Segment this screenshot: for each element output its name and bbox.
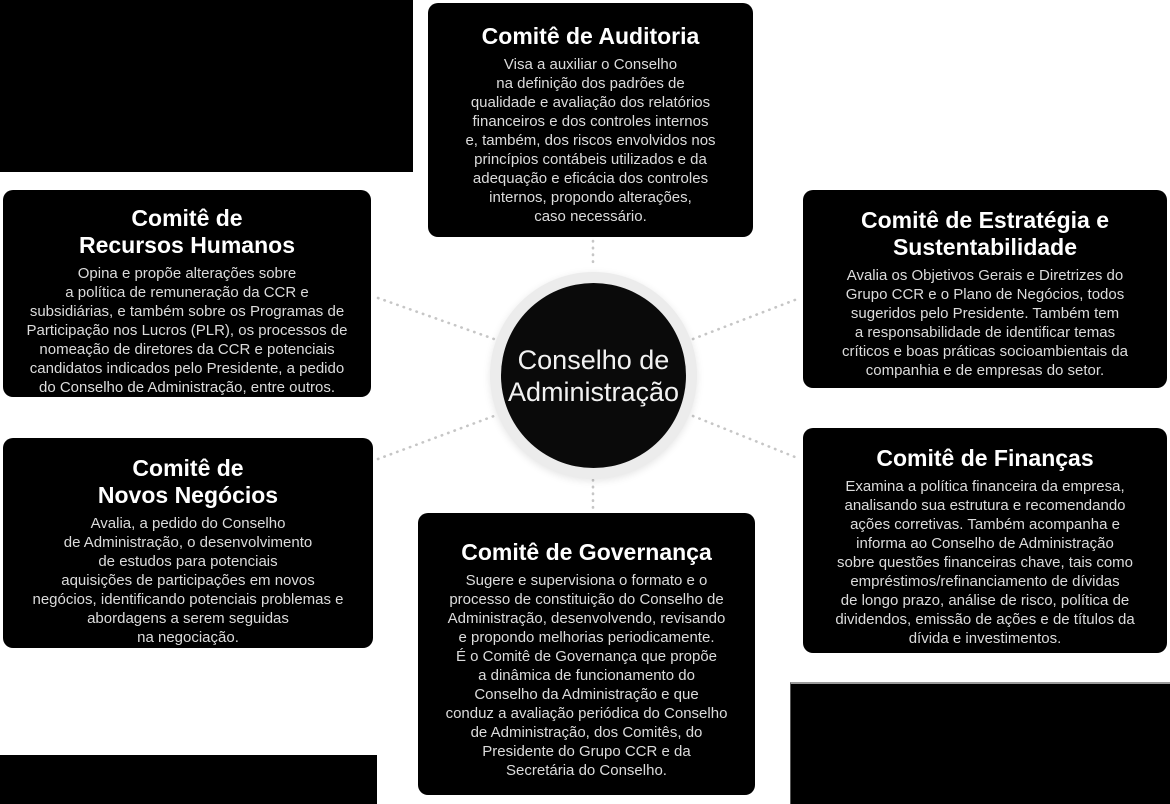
committee-description: Examina a política financeira da empresa… xyxy=(835,478,1135,647)
committee-card-estrategia-sustentabilidade: Comitê de Estratégia e Sustentabilidade … xyxy=(803,190,1167,388)
committee-description: Avalia os Objetivos Gerais e Diretrizes … xyxy=(842,267,1128,379)
committee-card-auditoria: Comitê de Auditoria Visa a auxiliar o Co… xyxy=(428,3,753,237)
connector-lower-right xyxy=(691,414,802,461)
committee-description: Visa a auxiliar o Conselho na definição … xyxy=(465,56,716,225)
connector-upper-left xyxy=(376,296,496,341)
board-circle: Conselho de Administração xyxy=(501,283,686,468)
committee-description: Opina e propõe alterações sobre a políti… xyxy=(26,265,348,396)
committee-title: Comitê de Estratégia e Sustentabilidade xyxy=(861,207,1109,260)
connector-upper-right xyxy=(691,296,802,341)
redacted-block-bottom-left xyxy=(0,755,377,804)
committee-title: Comitê de Novos Negócios xyxy=(97,455,279,508)
committee-card-novos-negocios: Comitê de Novos Negócios Avalia, a pedid… xyxy=(3,438,373,648)
committee-title: Comitê de Auditoria xyxy=(481,23,700,49)
committee-title: Comitê de Finanças xyxy=(876,445,1094,471)
redacted-block-top-left xyxy=(0,0,413,172)
connector-lower-left xyxy=(376,414,496,461)
board-circle-ring: Conselho de Administração xyxy=(490,272,697,479)
committee-card-governanca: Comitê de Governança Sugere e supervisio… xyxy=(418,513,755,795)
committee-card-financas: Comitê de Finanças Examina a política fi… xyxy=(803,428,1167,653)
committee-description: Sugere e supervisiona o formato e o proc… xyxy=(445,572,728,779)
board-label: Conselho de Administração xyxy=(507,344,680,407)
committee-description: Avalia, a pedido do Conselho de Administ… xyxy=(32,515,344,646)
redacted-block-bottom-right xyxy=(790,682,1170,804)
committee-title: Comitê de Recursos Humanos xyxy=(78,205,295,258)
committee-card-recursos-humanos: Comitê de Recursos Humanos Opina e propõ… xyxy=(3,190,371,397)
committee-title: Comitê de Governança xyxy=(461,539,712,565)
